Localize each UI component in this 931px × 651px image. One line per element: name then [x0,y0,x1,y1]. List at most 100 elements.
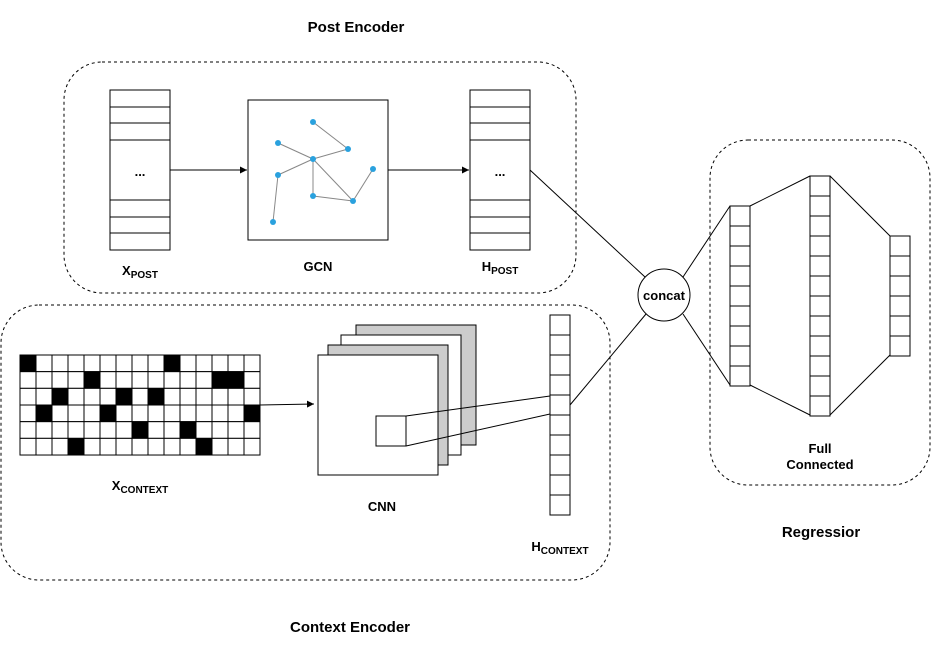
grid-cell [51,387,69,406]
grid-cell [179,437,197,456]
context-encoder-box [0,304,611,581]
post-encoder-title: Post Encoder [308,19,405,36]
grid-cell [131,404,149,423]
fc-hidden-unit [809,315,831,337]
hpost-to-concat-line [529,169,646,278]
grid-cell [67,404,85,423]
grid-cell [131,371,149,389]
grid-cell [243,421,261,439]
grid-cell [83,404,101,423]
fc-output-unit [889,315,911,337]
fc-output-unit [889,235,911,257]
grid-cell [51,437,69,456]
grid-cell [227,421,245,439]
grid-cell [147,421,165,439]
grid-cell [19,404,37,423]
grid-cell [19,387,37,406]
h-context-cell [549,314,571,336]
grid-cell [163,354,181,373]
grid-cell [227,387,245,406]
grid-cell [131,354,149,373]
grid-cell [83,421,101,439]
grid-cell [67,437,85,456]
h-context-cell [549,454,571,476]
grid-cell [35,437,53,456]
grid-cell [115,437,133,456]
h-context-vector [549,314,571,516]
grid-cell [115,404,133,423]
fc-hidden-unit [809,395,831,417]
grid-cell [147,387,165,406]
full-connected-label-line2: Connected [786,457,853,472]
fc-hidden-unit [809,375,831,397]
grid-cell [179,387,197,406]
fc-output-unit [889,275,911,297]
grid-cell [131,437,149,456]
arrow-xcontext-to-cnn [259,400,315,408]
concat-label: concat [643,288,686,303]
grid-cell [227,404,245,423]
grid-cell [227,354,245,373]
grid-cell [195,404,213,423]
x-context-grid [19,354,261,456]
grid-cell [99,404,117,423]
fc-hidden-unit [809,175,831,197]
grid-cell [211,404,229,423]
grid-cell [195,387,213,406]
grid-cell [115,387,133,406]
h-post-vector: ... [469,89,531,251]
grid-cell [163,387,181,406]
grid-cell [179,404,197,423]
concat-to-fc-bottom [682,313,731,386]
grid-cell [67,371,85,389]
grid-cell [243,371,261,389]
grid-cell [179,371,197,389]
grid-cell [67,387,85,406]
grid-cell [51,371,69,389]
grid-cell [35,371,53,389]
grid-cell [99,354,117,373]
grid-cell [35,354,53,373]
gcn-box [247,99,389,241]
fc-connect-2-bottom [829,354,891,416]
fc-input-unit [729,325,751,347]
grid-cell [83,387,101,406]
fc-hidden-unit [809,355,831,377]
x-post-label: XPOST [122,263,158,281]
grid-cell [99,387,117,406]
fc-input-unit [729,225,751,247]
kernel-projection-top [405,395,551,417]
grid-cell [99,371,117,389]
grid-cell [35,404,53,423]
h-context-label: HCONTEXT [531,539,588,557]
h-context-cell [549,474,571,496]
fc-input-unit [729,285,751,307]
grid-cell [163,437,181,456]
grid-cell [179,421,197,439]
grid-cell [211,371,229,389]
grid-cell [163,371,181,389]
fc-hidden-unit [809,215,831,237]
grid-cell [163,421,181,439]
grid-cell [227,371,245,389]
grid-cell [147,404,165,423]
grid-cell [19,437,37,456]
grid-cell [83,437,101,456]
grid-cell [19,354,37,373]
grid-cell [179,354,197,373]
grid-cell [243,404,261,423]
grid-cell [243,354,261,373]
regressor-box [709,139,931,486]
grid-cell [195,421,213,439]
grid-cell [35,387,53,406]
fc-input-unit [729,345,751,367]
concat-to-fc-top [682,205,731,278]
context-encoder-title: Context Encoder [290,619,410,636]
h-context-cell [549,354,571,376]
regressor-title: Regressior [782,524,861,541]
cnn-kernel [375,415,407,447]
x-post-ellipsis: ... [135,164,146,179]
x-context-label: XCONTEXT [112,478,168,496]
grid-cell [227,437,245,456]
